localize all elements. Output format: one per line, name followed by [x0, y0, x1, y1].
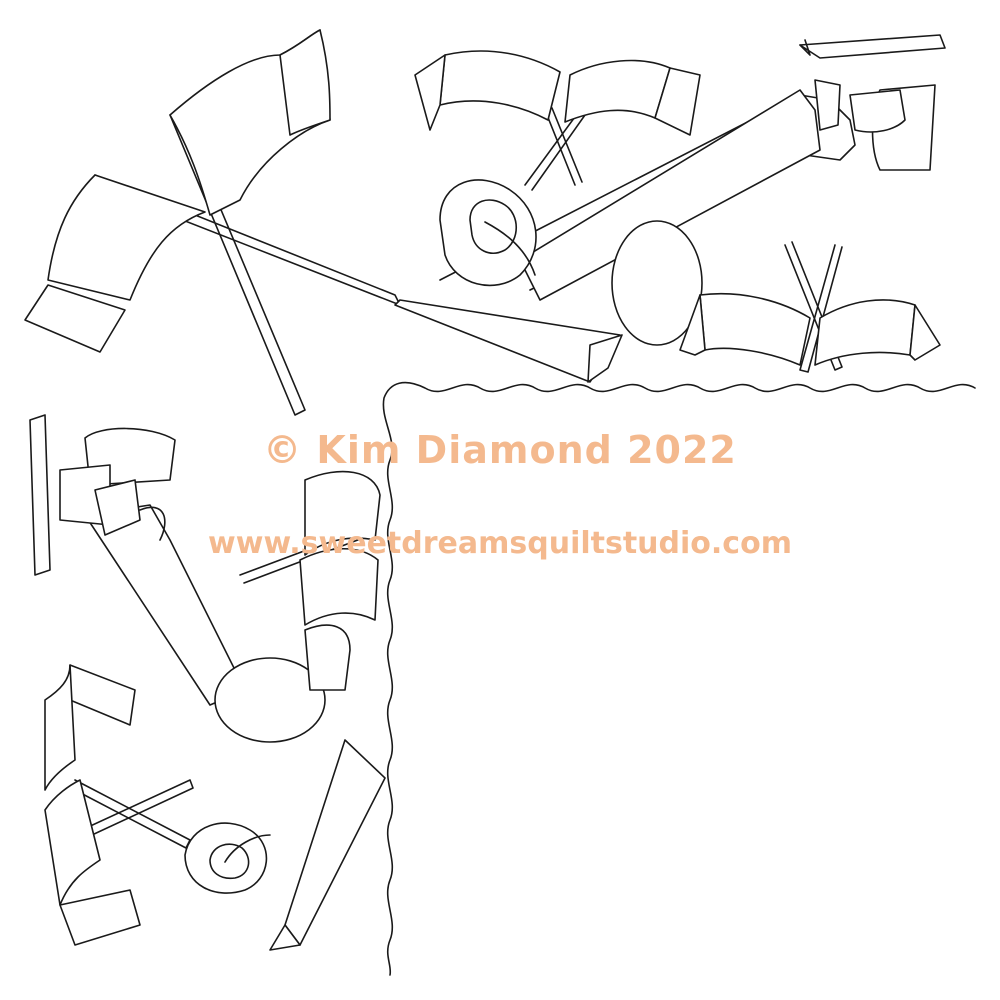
copyright-watermark: © Kim Diamond 2022 — [263, 428, 737, 472]
bottom-left-crossed-flags — [44, 664, 194, 946]
top-left-flags — [24, 29, 401, 416]
left-race-car — [29, 414, 386, 951]
top-middle-crossed-flags — [414, 50, 701, 191]
right-crossed-flags — [679, 241, 941, 373]
border-wave-line — [382, 381, 976, 976]
top-race-car — [394, 34, 946, 383]
website-watermark: www.sweetdreamsquiltstudio.com — [208, 526, 792, 561]
left-middle-flags — [239, 470, 381, 691]
